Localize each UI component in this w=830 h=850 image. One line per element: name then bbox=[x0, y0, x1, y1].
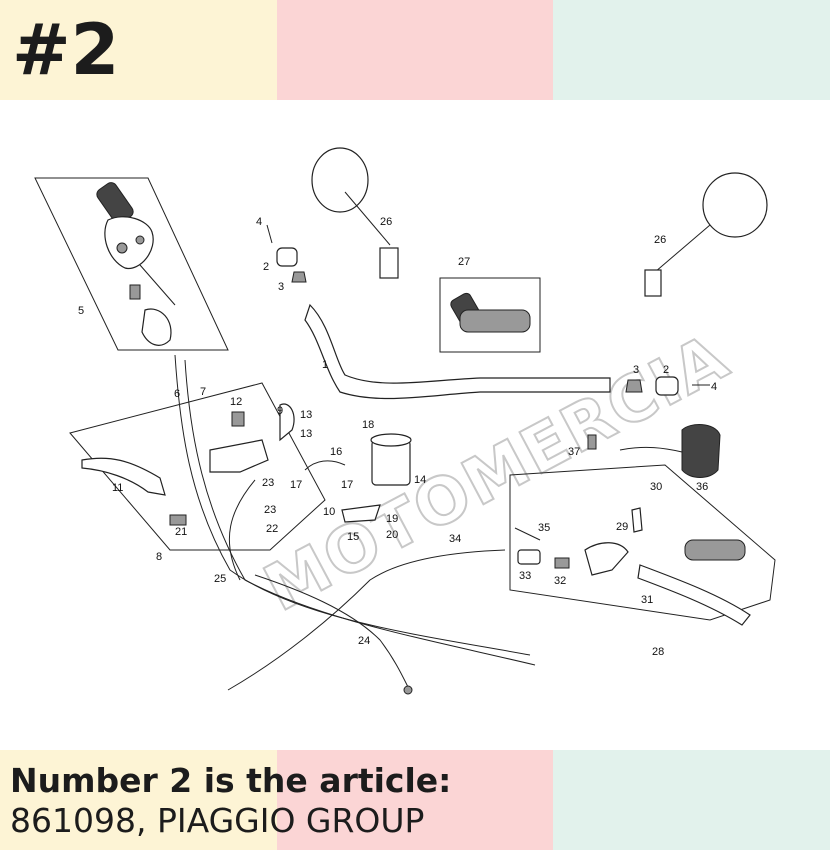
callout-26-right: 26 bbox=[654, 234, 666, 246]
left-mirror bbox=[311, 147, 399, 279]
top-color-band bbox=[0, 0, 830, 100]
callout-14: 14 bbox=[414, 474, 426, 486]
right-grip bbox=[450, 292, 531, 333]
callout-34: 34 bbox=[449, 533, 461, 545]
callout-2-right: 2 bbox=[663, 364, 669, 376]
callout-17-a: 17 bbox=[290, 479, 302, 491]
band-mint bbox=[553, 0, 830, 100]
callout-24: 24 bbox=[358, 635, 370, 647]
callout-8: 8 bbox=[156, 551, 162, 563]
callout-37: 37 bbox=[568, 446, 580, 458]
callout-10: 10 bbox=[323, 506, 335, 518]
right-switch-housing bbox=[587, 424, 721, 478]
grip-box bbox=[439, 277, 541, 353]
callout-17-b: 17 bbox=[341, 479, 353, 491]
callout-7: 7 bbox=[200, 386, 206, 398]
right-lever-assembly bbox=[514, 507, 751, 626]
callout-16: 16 bbox=[330, 446, 342, 458]
callout-32: 32 bbox=[554, 575, 566, 587]
callout-4-right: 4 bbox=[711, 381, 717, 393]
callout-27: 27 bbox=[458, 256, 470, 268]
callout-30: 30 bbox=[650, 481, 662, 493]
callout-3-right: 3 bbox=[633, 364, 639, 376]
bottom-color-band bbox=[0, 750, 830, 850]
callout-33: 33 bbox=[519, 570, 531, 582]
brake-pump bbox=[81, 403, 295, 526]
caption-article: 861098, PIAGGIO GROUP bbox=[10, 801, 425, 840]
callout-26-left: 26 bbox=[380, 216, 392, 228]
caption-heading: Number 2 is the article: bbox=[10, 761, 452, 800]
switch-assembly-box bbox=[34, 177, 229, 351]
callout-3-left: 3 bbox=[278, 281, 284, 293]
band-yellow-bottom bbox=[0, 750, 277, 850]
callout-12: 12 bbox=[230, 396, 242, 408]
left-lever-box bbox=[69, 382, 326, 551]
item-number-badge: #2 bbox=[12, 9, 120, 91]
callout-19: 19 bbox=[386, 513, 398, 525]
callout-13-a: 13 bbox=[300, 409, 312, 421]
callout-35: 35 bbox=[538, 522, 550, 534]
callout-18: 18 bbox=[362, 419, 374, 431]
left-switch-grip bbox=[96, 182, 176, 346]
callout-4-left: 4 bbox=[256, 216, 262, 228]
callout-5: 5 bbox=[78, 305, 84, 317]
callout-13-b: 13 bbox=[300, 428, 312, 440]
band-pink-bottom bbox=[276, 750, 554, 850]
right-mirror bbox=[644, 172, 768, 297]
callout-23-b: 23 bbox=[264, 504, 276, 516]
bar-end-fittings-left bbox=[266, 224, 307, 283]
control-cables bbox=[174, 354, 536, 695]
callout-36: 36 bbox=[696, 481, 708, 493]
bar-end-fittings-right bbox=[625, 376, 710, 396]
callout-6: 6 bbox=[174, 388, 180, 400]
callout-2-left: 2 bbox=[263, 261, 269, 273]
callout-20: 20 bbox=[386, 529, 398, 541]
callout-21: 21 bbox=[175, 526, 187, 538]
callout-25: 25 bbox=[214, 573, 226, 585]
callout-28: 28 bbox=[652, 646, 664, 658]
fluid-reservoir bbox=[304, 433, 412, 523]
band-mint-bottom bbox=[553, 750, 830, 850]
band-yellow bbox=[0, 0, 277, 100]
callout-15: 15 bbox=[347, 531, 359, 543]
callout-23-a: 23 bbox=[262, 477, 274, 489]
exploded-parts-diagram: MOTOMERCIA bbox=[34, 147, 776, 695]
callout-1: 1 bbox=[322, 359, 328, 371]
callout-22: 22 bbox=[266, 523, 278, 535]
band-pink bbox=[276, 0, 554, 100]
callout-9: 9 bbox=[277, 405, 283, 417]
right-lever-box bbox=[509, 464, 776, 621]
callout-31: 31 bbox=[641, 594, 653, 606]
callout-11: 11 bbox=[112, 482, 123, 494]
callout-29: 29 bbox=[616, 521, 628, 533]
handlebar bbox=[304, 303, 611, 400]
